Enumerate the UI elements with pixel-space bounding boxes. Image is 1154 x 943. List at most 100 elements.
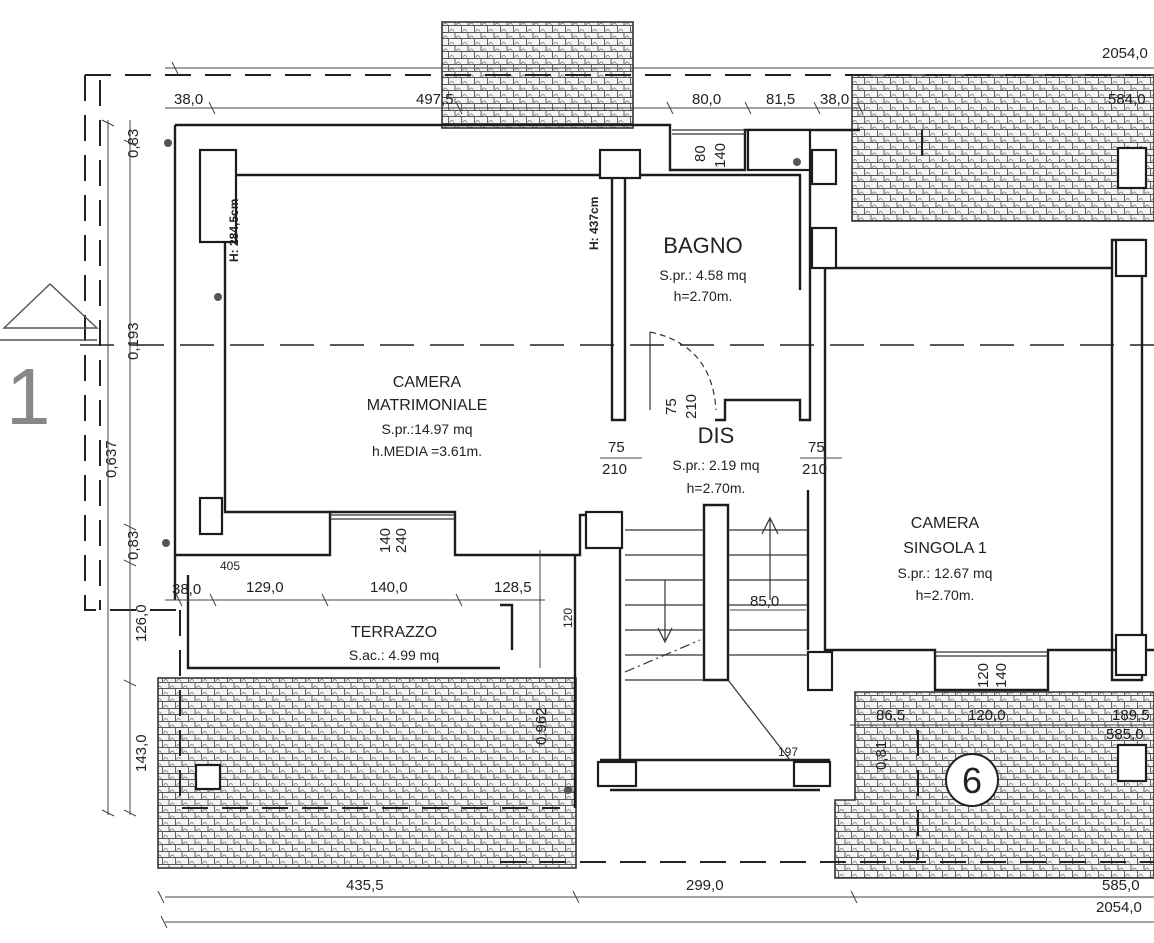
dim-stair-corner: 197	[778, 745, 798, 759]
column	[198, 496, 224, 536]
room-name: MATRIMONIALE	[367, 397, 488, 414]
dim-lower-side: 0,81	[873, 741, 890, 770]
columns	[194, 128, 1148, 791]
dot	[162, 539, 170, 547]
room-dis: DIS S.pr.: 2.19 mq h=2.70m.	[672, 423, 759, 496]
column	[584, 510, 624, 550]
dim-stair: 85,0	[750, 593, 779, 610]
height-label: H: 284,5cm	[227, 199, 241, 262]
column	[810, 226, 838, 270]
room-area: S.pr.: 2.19 mq	[672, 457, 759, 473]
roof-tiles	[157, 21, 1154, 879]
window-height: 140	[993, 663, 1010, 688]
room-name: CAMERA	[911, 515, 980, 532]
staircase	[624, 516, 808, 761]
dim-top: 38,0	[820, 91, 849, 108]
dim-lower: 120,0	[968, 707, 1006, 724]
room-height: h=2.70m.	[687, 480, 746, 496]
room-name: TERRAZZO	[351, 624, 437, 641]
dot	[564, 786, 572, 794]
dim-left: 0,193	[125, 322, 142, 360]
column	[1114, 238, 1148, 278]
dim-top: 81,5	[766, 91, 795, 108]
room-area: S.pr.:14.97 mq	[381, 421, 472, 437]
dim-left: 0,83	[125, 531, 142, 560]
dimension-texts: 2054,0 38,0 497,5 80,0 81,5 38,0 584,0 0…	[103, 45, 1150, 916]
dashed-outline	[80, 74, 1154, 863]
dim-lower: 189,5	[1112, 707, 1150, 724]
height-label: H: 437cm	[587, 197, 601, 250]
room-name: BAGNO	[663, 233, 742, 258]
door-width: 75	[808, 439, 825, 456]
dim-left: 0,637	[103, 440, 120, 478]
door-height: 210	[802, 461, 827, 478]
column	[746, 128, 812, 172]
door-width: 75	[608, 439, 625, 456]
dim-top: 38,0	[174, 91, 203, 108]
room-camera-singola: CAMERA SINGOLA 1 S.pr.: 12.67 mq h=2.70m…	[898, 515, 993, 603]
column	[806, 650, 834, 692]
dim-bottom: 585,0	[1102, 877, 1140, 894]
room-name: DIS	[698, 423, 735, 448]
sheet-number: 6	[962, 760, 982, 801]
dim-terrace: 129,0	[246, 579, 284, 596]
column	[1116, 743, 1148, 783]
dim-left: 143,0	[133, 734, 150, 772]
dim-top: 80,0	[692, 91, 721, 108]
room-terrazzo: TERRAZZO S.ac.: 4.99 mq	[349, 624, 439, 663]
column	[1116, 146, 1148, 190]
dot	[164, 139, 172, 147]
column	[198, 148, 238, 244]
dim-left: 0,83	[125, 129, 142, 158]
roof-top-right	[851, 74, 1154, 222]
room-name: CAMERA	[393, 374, 462, 391]
dim-top: 497,5	[416, 91, 454, 108]
room-area: S.pr.: 12.67 mq	[898, 565, 993, 581]
window-width: 120	[975, 663, 992, 688]
dot	[214, 293, 222, 301]
room-name: SINGOLA 1	[903, 540, 987, 557]
dim-terrace-drop: 0,962	[533, 707, 550, 745]
dim-bottom: 299,0	[686, 877, 724, 894]
window-width: 80	[692, 145, 709, 162]
room-height: h=2.70m.	[674, 288, 733, 304]
window-height: 240	[393, 528, 410, 553]
dim-terrace: 405	[220, 559, 240, 573]
window-width: 140	[377, 528, 394, 553]
dim-terrace: 38,0	[172, 581, 201, 598]
window-height: 140	[712, 143, 729, 168]
roof-bottom-left	[157, 677, 577, 869]
dim-lower: 585,0	[1106, 726, 1144, 743]
dim-bottom: 435,5	[346, 877, 384, 894]
column	[810, 148, 838, 186]
wall-heights: H: 284,5cm H: 437cm	[227, 197, 601, 262]
dim-top-right: 584,0	[1108, 91, 1146, 108]
dim-terrace: 128,5	[494, 579, 532, 596]
dim-left: 126,0	[133, 604, 150, 642]
column	[194, 763, 222, 791]
door-swing	[649, 331, 717, 411]
column	[792, 760, 832, 788]
dimension-lines	[101, 61, 1154, 929]
door-height: 210	[683, 394, 700, 419]
sheet-marker: 6	[945, 753, 999, 807]
room-area: S.ac.: 4.99 mq	[349, 647, 439, 663]
room-height: h=2.70m.	[916, 587, 975, 603]
room-area: S.pr.: 4.58 mq	[659, 267, 746, 283]
marker-dots	[162, 139, 801, 794]
door-width: 75	[663, 398, 680, 415]
dot	[793, 158, 801, 166]
room-bagno: BAGNO S.pr.: 4.58 mq h=2.70m.	[659, 233, 746, 304]
dim-bottom-total: 2054,0	[1096, 899, 1142, 916]
section-marker: 1	[0, 283, 99, 441]
dim-terrace-side: 120	[561, 608, 575, 628]
column	[596, 760, 638, 788]
door-height: 210	[602, 461, 627, 478]
opening-labels: 75 210 75 210 75 210 80 140 140 240 120 …	[377, 143, 1010, 688]
dim-terrace: 140,0	[370, 579, 408, 596]
column	[598, 148, 642, 180]
dim-lower: 86,5	[876, 707, 905, 724]
section-number: 1	[6, 352, 51, 441]
column	[1114, 633, 1148, 677]
